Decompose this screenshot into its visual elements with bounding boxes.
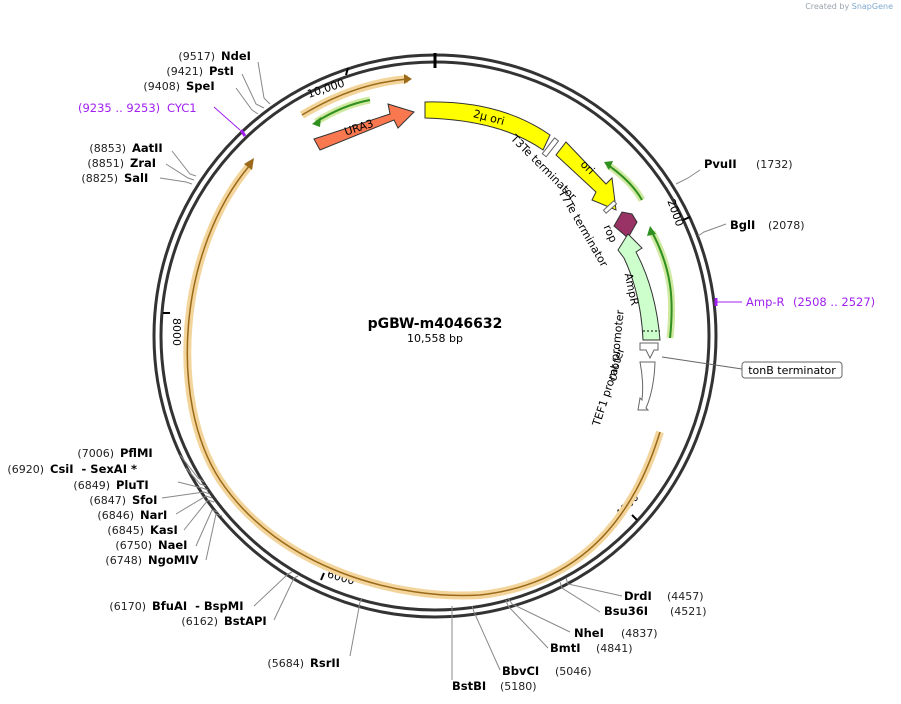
site-name-pflmi[interactable]: PflMI — [120, 446, 153, 460]
tick-4000 — [631, 514, 638, 521]
orf-arc-top-core — [301, 78, 409, 116]
site-name-pluti[interactable]: PluTI — [116, 478, 149, 492]
t3te-terminator-box[interactable] — [541, 137, 560, 158]
site-name-csii[interactable]: CsiI - SexAI * — [50, 462, 137, 476]
plasmid-name: pGBW-m4046632 — [368, 316, 503, 332]
site-pos-bstbi: (5180) — [500, 680, 537, 693]
site-name-kasi[interactable]: KasI — [150, 523, 178, 537]
site-name-bbvci[interactable]: BbvCI — [502, 664, 539, 678]
ampr-primer-range: (2508 .. 2527) — [793, 295, 875, 309]
site-name-sfoi[interactable]: SfoI — [132, 493, 157, 507]
primer-arc-ori-core — [607, 164, 643, 201]
tef1-promoter-arrow[interactable] — [637, 361, 656, 411]
site-name-zrai[interactable]: ZraI — [130, 156, 156, 170]
primer-arc-ura3-head — [312, 117, 321, 127]
tick-6000 — [320, 572, 325, 581]
site-pos-spei: (9408) — [143, 80, 180, 93]
site-name-bstbi[interactable]: BstBI — [452, 679, 486, 693]
ura3-label: URA3 — [343, 117, 375, 139]
site-pos-csii: (6920) — [7, 463, 44, 476]
right-leaders — [451, 169, 727, 680]
credit-brand: SnapGene — [851, 2, 893, 11]
site-name-pvuii[interactable]: PvuII — [704, 157, 737, 171]
ampr-primer-name: Amp-R — [746, 295, 785, 309]
site-pos-sali: (8825) — [81, 172, 118, 185]
site-pos-bbvci: (5046) — [555, 665, 592, 678]
site-name-rsrii[interactable]: RsrII — [310, 656, 340, 670]
site-pos-sfoi: (6847) — [89, 494, 126, 507]
cyc1-range: (9235 .. 9253) — [78, 101, 160, 115]
site-name-ndei[interactable]: NdeI — [221, 49, 251, 63]
orf-arc-top-head — [404, 74, 412, 84]
site-pos-pluti: (6849) — [73, 479, 110, 492]
site-pos-pvuii: (1732) — [756, 158, 793, 171]
site-name-ngomiv[interactable]: NgoMIV — [148, 553, 198, 567]
site-pos-ngomiv: (6748) — [105, 554, 142, 567]
ura3-arrow[interactable] — [313, 103, 415, 151]
site-name-naei[interactable]: NaeI — [158, 538, 187, 552]
site-pos-naei: (6750) — [115, 539, 152, 552]
site-name-nari[interactable]: NarI — [140, 508, 167, 522]
site-name-bsu36i[interactable]: Bsu36I — [604, 604, 648, 618]
cyc1-name: CYC1 — [167, 101, 197, 115]
left-leaders — [159, 61, 363, 657]
site-name-bgli[interactable]: BglI — [730, 218, 755, 232]
2mu-ori-block[interactable] — [424, 101, 551, 151]
site-name-bstapi[interactable]: BstAPI — [224, 614, 267, 628]
site-pos-aatii: (8853) — [89, 142, 126, 155]
t7te-terminator-box[interactable] — [602, 200, 618, 214]
primer-arc-ampr-head — [647, 226, 656, 236]
tick-10000 — [345, 67, 349, 76]
site-pos-psti: (9421) — [166, 65, 203, 78]
site-pos-ndei: (9517) — [178, 50, 215, 63]
plasmid-length: 10,558 bp — [407, 332, 463, 345]
site-pos-bmti: (4841) — [596, 642, 633, 655]
credit-prefix: Created by — [805, 2, 850, 11]
site-name-bfuai[interactable]: BfuAI - BspMI — [152, 599, 243, 613]
rop-arrow[interactable] — [613, 211, 638, 239]
tonb-leader — [661, 356, 743, 370]
site-name-drdi[interactable]: DrdI — [624, 589, 652, 603]
orf-arc-large-head — [244, 158, 254, 170]
site-pos-zrai: (8851) — [87, 157, 124, 170]
site-name-nhei[interactable]: NheI — [574, 626, 604, 640]
primer-arc-ampr-core — [651, 231, 673, 339]
ori-arrow[interactable] — [555, 141, 617, 211]
tonb-terminator-label: tonB terminator — [748, 364, 836, 377]
right-sites: PvuII (1732) BglI (2078) DrdI (4457) Bsu… — [452, 157, 805, 693]
cat-promoter-arrow[interactable] — [639, 342, 659, 360]
orf-arc-large-core — [186, 164, 661, 597]
tick-label-8000: 8000 — [170, 318, 183, 346]
site-pos-drdi: (4457) — [667, 590, 704, 603]
site-name-bmti[interactable]: BmtI — [550, 641, 581, 655]
tick-2000 — [682, 216, 691, 221]
ampr-arrow[interactable] — [617, 233, 661, 341]
site-pos-nhei: (4837) — [621, 627, 658, 640]
primer-arc-ori-head — [604, 161, 613, 170]
tonb-terminator-box[interactable] — [741, 361, 843, 379]
site-name-psti[interactable]: PstI — [209, 64, 234, 78]
site-pos-pflmi: (7006) — [77, 447, 114, 460]
site-pos-bfuai: (6170) — [109, 600, 146, 613]
site-name-aatii[interactable]: AatII — [132, 141, 163, 155]
snapgene-credit: Created by SnapGene — [805, 2, 893, 11]
site-pos-bgli: (2078) — [768, 219, 805, 232]
site-pos-bstapi: (6162) — [181, 615, 218, 628]
site-pos-bsu36i: (4521) — [670, 605, 707, 618]
site-pos-nari: (6846) — [97, 509, 134, 522]
left-sites: (9517) NdeI (9421) PstI (9408) SpeI (885… — [7, 49, 340, 670]
site-name-spei[interactable]: SpeI — [186, 79, 215, 93]
site-pos-rsrii: (5684) — [267, 657, 304, 670]
site-name-sali[interactable]: SalI — [124, 171, 148, 185]
cyc1-mark — [239, 129, 247, 137]
cyc1-leader — [213, 106, 241, 131]
site-pos-kasi: (6845) — [107, 524, 144, 537]
